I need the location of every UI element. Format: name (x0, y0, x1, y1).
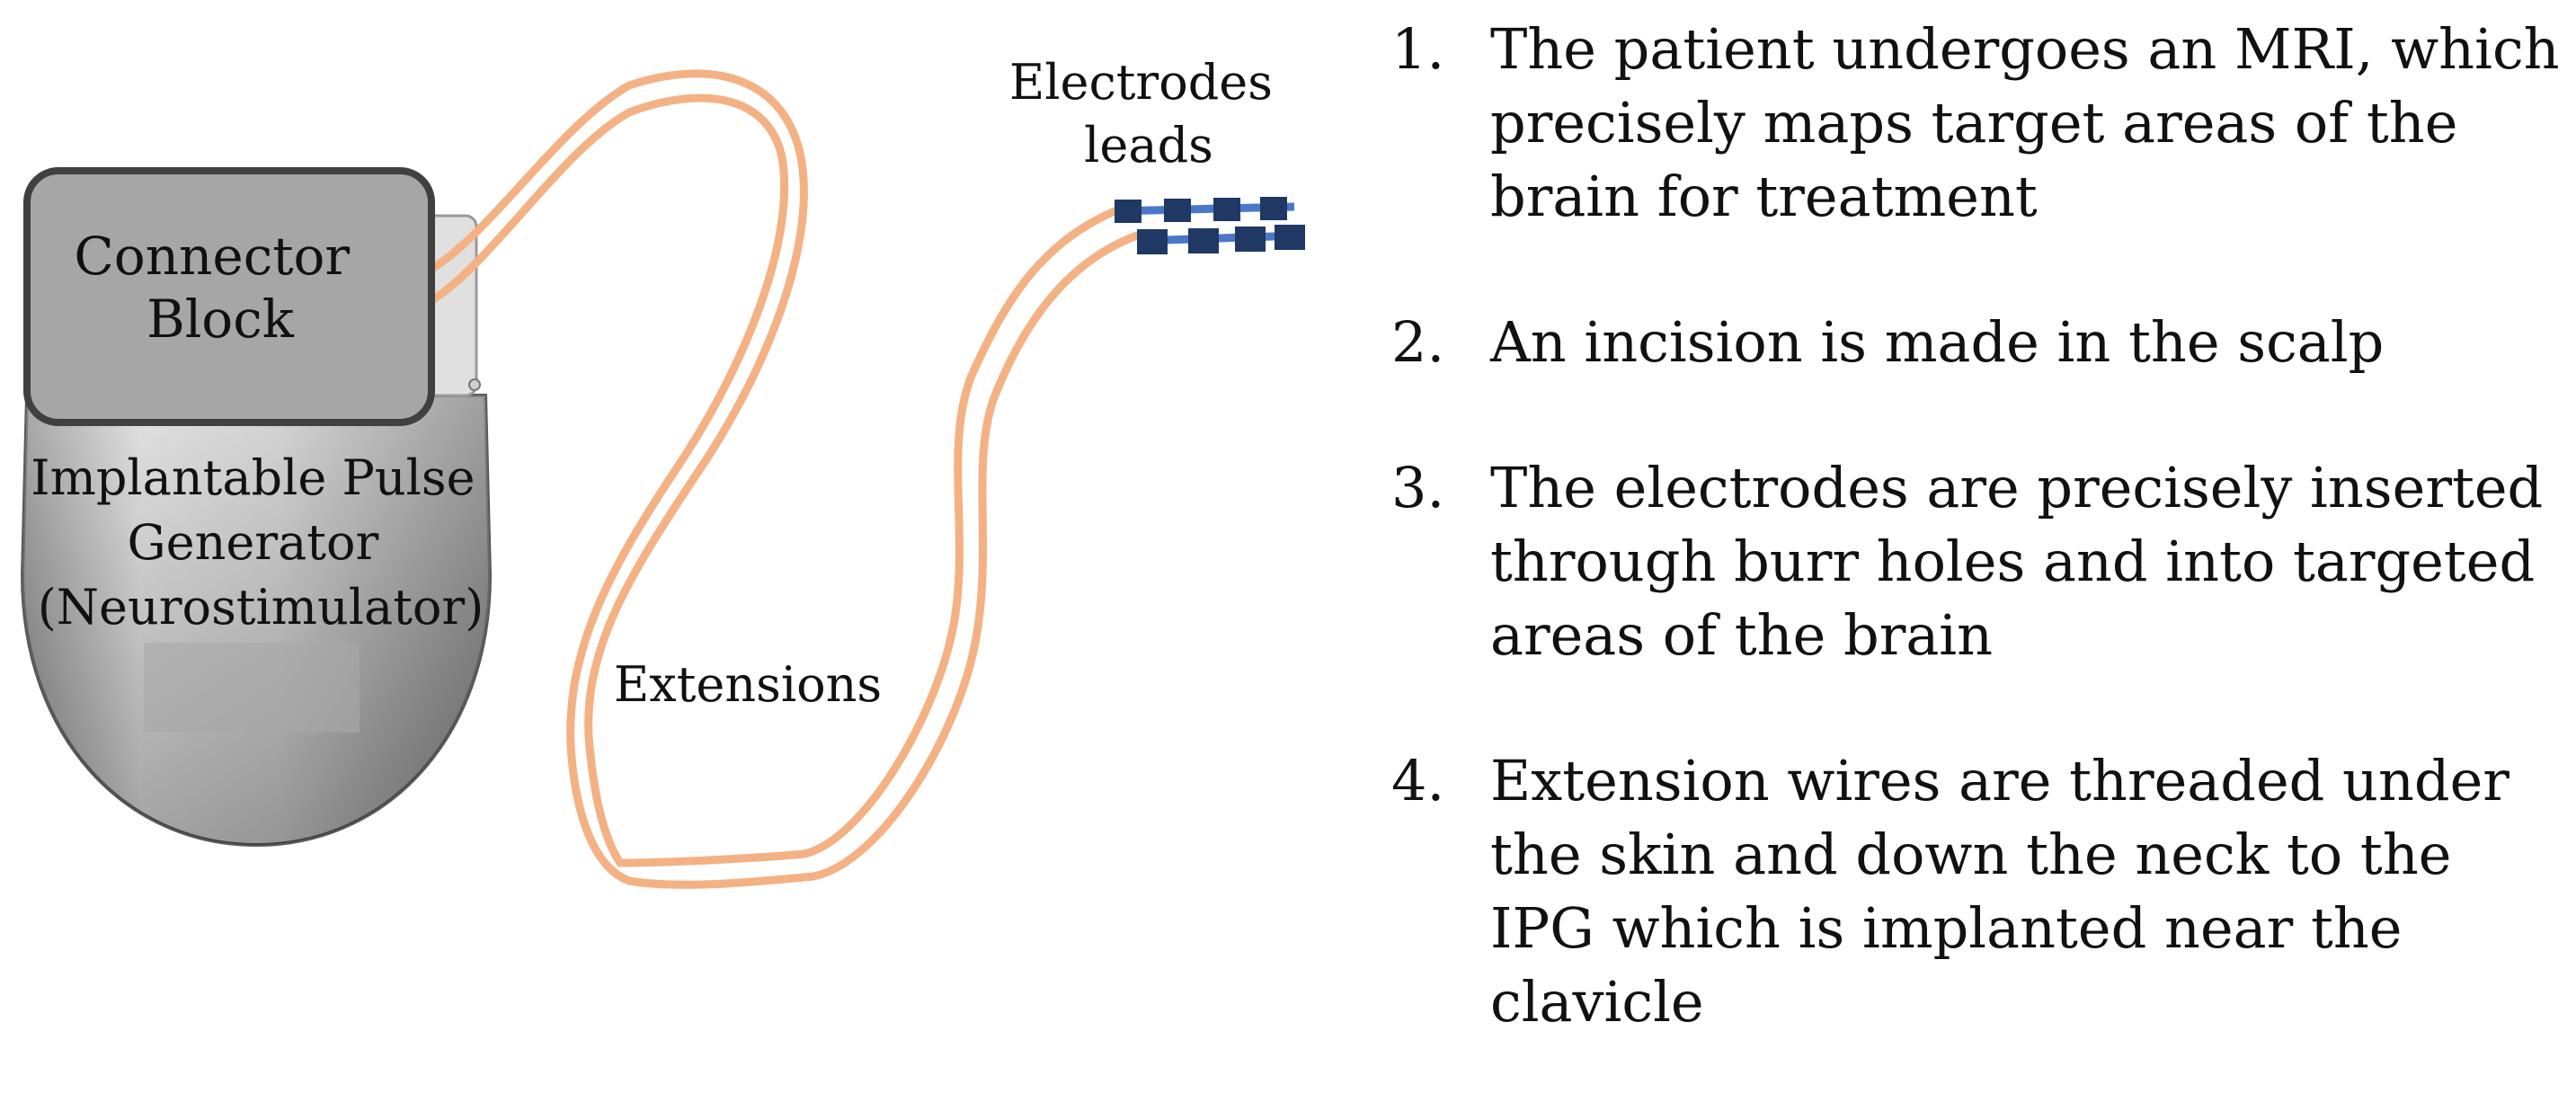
electrode-leads (1114, 197, 1305, 254)
electrode-contact (1275, 225, 1305, 250)
step-text: Extension wires are threaded under the s… (1490, 748, 2509, 1035)
electrodes-label: Electrodes leads (1009, 54, 1288, 173)
extension-wire-2 (418, 93, 1141, 889)
ipg-body-shade (22, 396, 490, 845)
ipg-label-line-1: Implantable Pulse (31, 449, 475, 506)
extension-wires (418, 69, 1141, 889)
electrode-contact (1235, 227, 1266, 252)
ipg-label-line-2: Generator (127, 514, 378, 571)
procedure-step: 3. The electrodes are precisely inserted… (1391, 451, 2560, 672)
ipg-label-panel (144, 643, 360, 733)
ipg-screw (468, 378, 481, 391)
step-text: The electrodes are precisely inserted th… (1490, 455, 2544, 668)
electrodes-label-line-1: Electrodes (1009, 54, 1273, 111)
extensions-label: Extensions (614, 656, 882, 713)
step-number: 1. (1391, 16, 1445, 82)
connector-block-label-line-2: Block (147, 289, 295, 350)
ipg-device (20, 214, 493, 848)
connector-block-label-line-1: Connector (74, 226, 350, 287)
electrode-contact (1260, 197, 1287, 220)
extension-wire-1 (418, 69, 1119, 867)
ipg-label-line-3: (Neurostimulator) (38, 579, 484, 635)
procedure-step: 2. An incision is made in the scalp (1391, 306, 2560, 379)
electrode-contact (1115, 200, 1141, 223)
electrode-contact (1164, 199, 1191, 222)
electrodes-label-line-2: leads (1084, 117, 1213, 173)
connector-block (23, 167, 435, 426)
electrode-contact (1213, 198, 1240, 221)
connector-block-label: Connector Block (74, 226, 366, 350)
electrode-contact (1188, 228, 1219, 253)
electrode-lead-2 (1136, 225, 1305, 254)
step-text: An incision is made in the scalp (1490, 309, 2385, 375)
ipg-label: Implantable Pulse Generator (Neurostimul… (31, 449, 490, 635)
dbs-system-diagram: Connector Block Implantable Pulse Genera… (20, 54, 1305, 889)
procedure-step: 4. Extension wires are threaded under th… (1391, 744, 2560, 1039)
step-number: 4. (1391, 748, 1445, 813)
procedure-steps-list: 1. The patient undergoes an MRI, which p… (1391, 13, 2560, 1111)
step-text: The patient undergoes an MRI, which prec… (1490, 16, 2560, 229)
step-number: 2. (1391, 309, 1445, 375)
step-number: 3. (1391, 455, 1445, 520)
electrode-contact (1137, 229, 1168, 254)
electrode-lead-1 (1114, 197, 1295, 223)
procedure-step: 1. The patient undergoes an MRI, which p… (1391, 13, 2560, 234)
